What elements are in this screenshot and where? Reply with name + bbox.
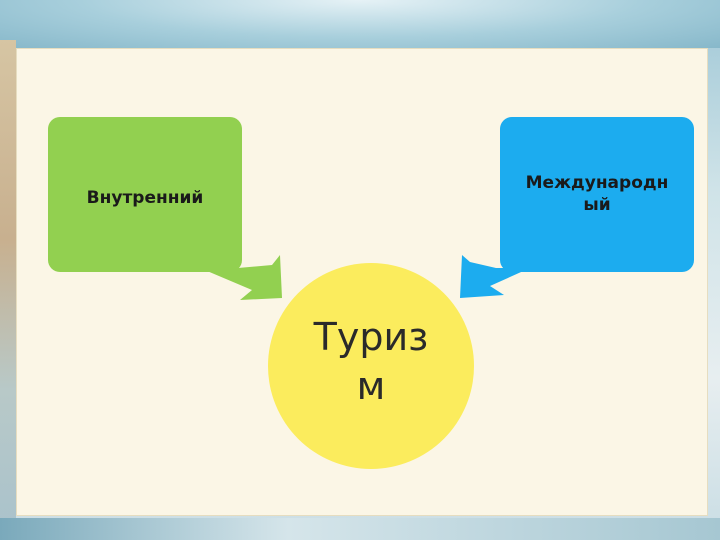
international-label: Международн ый [525,173,669,215]
green-arrow [200,255,282,300]
background-bottom [0,518,720,540]
domestic-box: Внутренний [48,117,242,272]
tourism-label: Туриз м [313,314,429,408]
blue-arrow [460,255,530,298]
background-top [0,0,720,48]
tourism-circle: Туриз м [268,263,474,469]
background-map-strip [0,40,16,540]
domestic-label: Внутренний [86,187,204,208]
international-box: Международн ый [500,117,694,272]
